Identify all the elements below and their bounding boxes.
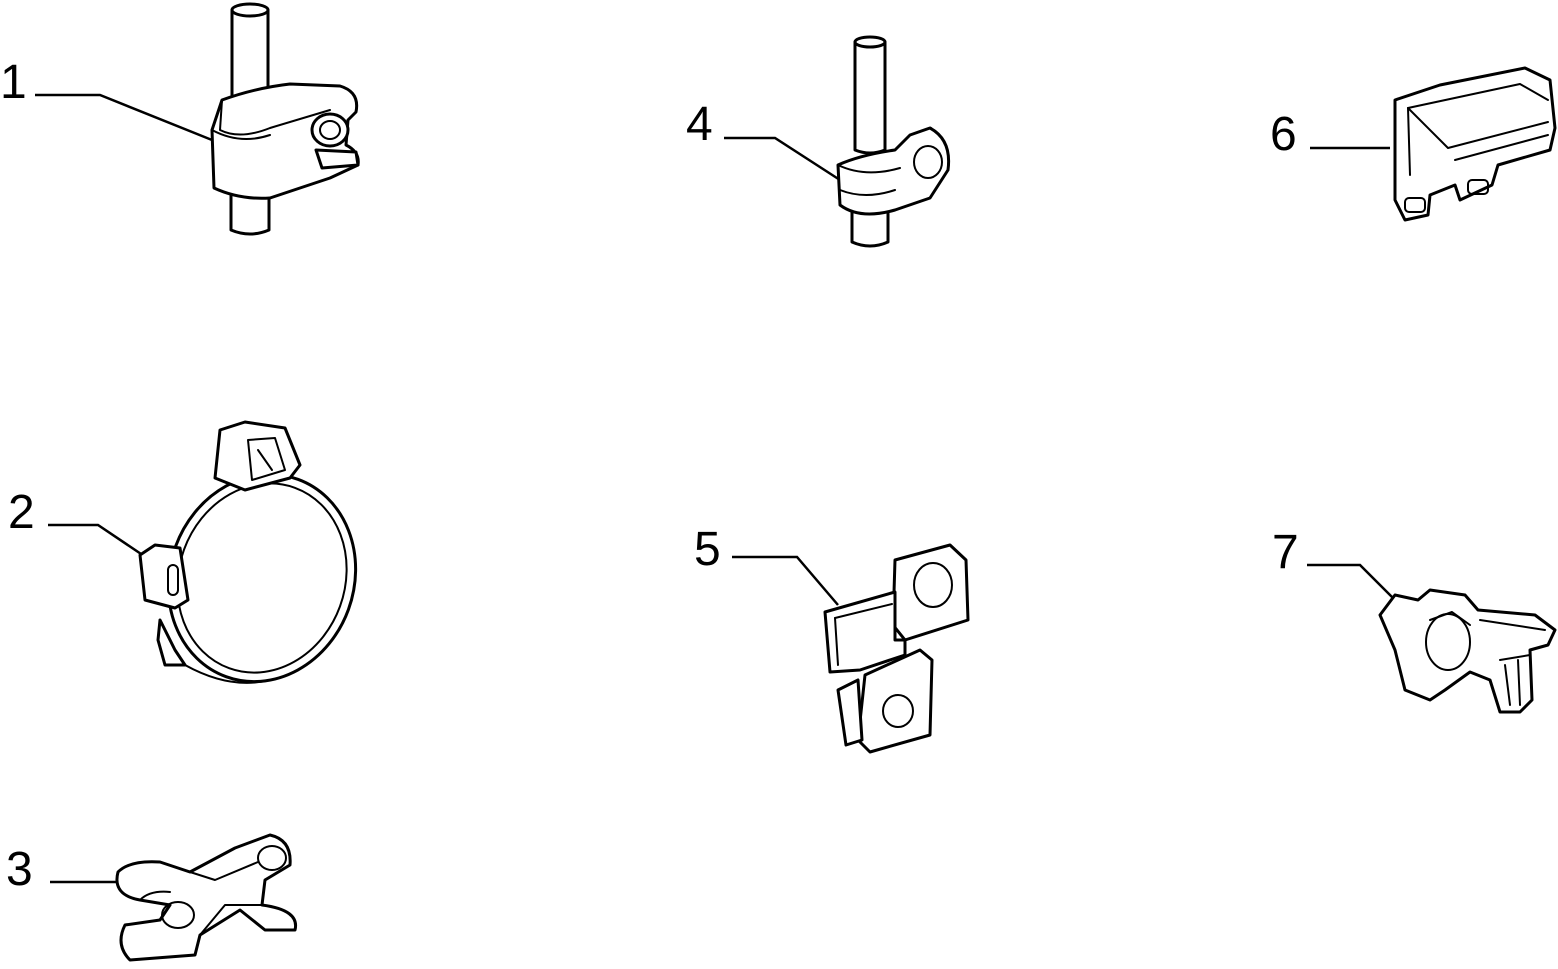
callout-number-4: 4 [686, 98, 713, 151]
part-2-band-clamp: 2 [8, 420, 358, 684]
part-4-small-pin-clip: 4 [686, 35, 951, 248]
callout-number-5: 5 [694, 523, 721, 576]
part-5-bracket: 5 [694, 523, 970, 754]
callout-number-7: 7 [1272, 526, 1299, 579]
leader-line-4 [724, 136, 841, 182]
part-1-pin-clip: 1 [0, 2, 360, 236]
callout-number-6: 6 [1270, 108, 1297, 161]
leader-line-1 [35, 93, 213, 142]
leader-line-7 [1307, 563, 1396, 601]
part-3-double-clip: 3 [6, 833, 298, 962]
callout-number-3: 3 [6, 843, 33, 896]
part-6-edge-clip: 6 [1270, 66, 1557, 222]
part-7-push-in-clip: 7 [1272, 526, 1557, 714]
callout-number-2: 2 [8, 486, 35, 539]
leader-line-2 [48, 523, 151, 562]
callout-number-1: 1 [0, 56, 27, 109]
leader-line-5 [732, 555, 839, 606]
